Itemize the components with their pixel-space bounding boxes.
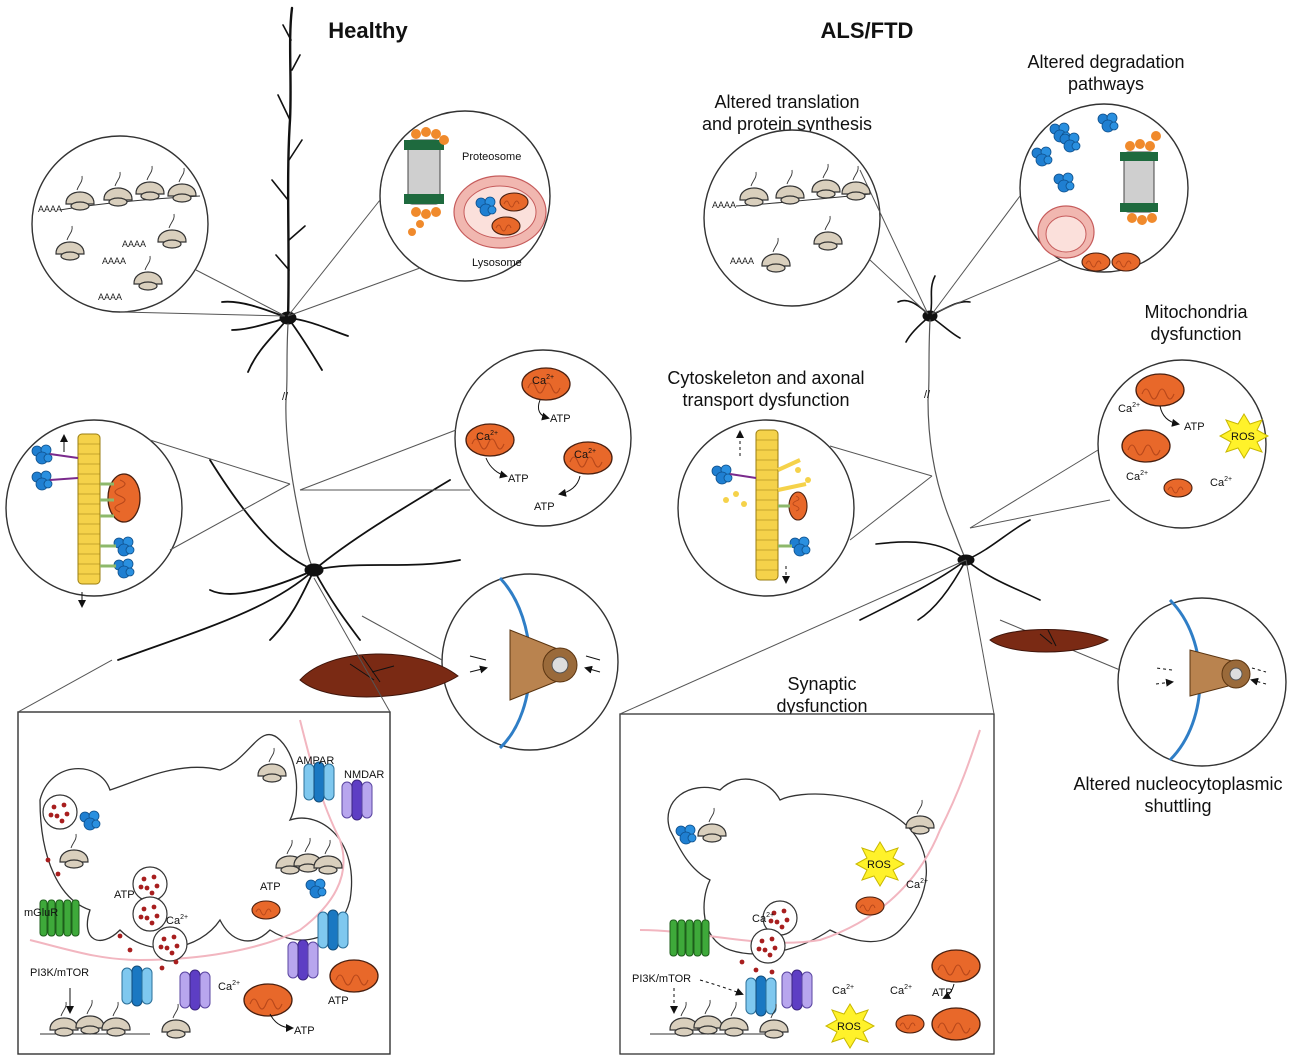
caption-degradation: Altered degradation	[1027, 52, 1184, 72]
nmdar-label: NMDAR	[344, 769, 384, 781]
ros-label: ROS	[837, 1021, 861, 1033]
microtubule-icon	[77, 433, 101, 585]
lysosome-icon	[453, 175, 547, 249]
polya-label: AAAA	[712, 200, 736, 210]
caption-nucleocytoplasmic: shuttling	[1144, 796, 1211, 816]
polya-label: AAAA	[730, 256, 754, 266]
disease-nmj-zoom	[999, 597, 1287, 767]
atp-label: ATP	[260, 881, 281, 893]
healthy-upper-neuron	[221, 6, 349, 401]
proteasome-icon	[1120, 131, 1161, 225]
healthy-degradation-zoom: Proteosome Lysosome	[287, 110, 551, 317]
disease-mitochondria-zoom: ROS ATP Ca2+ Ca2+ Ca2+	[969, 359, 1269, 529]
healthy-mitochondria-zoom: Ca2+ Ca2+ Ca2+ ATP ATP ATP	[299, 349, 632, 527]
axon-break-mark: //	[282, 391, 289, 403]
healthy-translation-zoom: AAAA AAAA AAAA AAAA	[31, 135, 286, 317]
disease-lower-neuron	[859, 399, 1041, 621]
atp-label: ATP	[328, 995, 349, 1007]
proteosome-label: Proteosome	[462, 151, 521, 163]
caption-translation: Altered translation	[714, 92, 859, 112]
ros-label: ROS	[1231, 431, 1255, 443]
atp-label: ATP	[294, 1025, 315, 1037]
disease-degradation-zoom	[931, 103, 1189, 315]
healthy-lower-neuron	[117, 399, 461, 661]
caption-synaptic: Synaptic	[787, 674, 856, 694]
disease-cytoskeleton-zoom	[677, 419, 933, 597]
disease-synapse-box: ROS Ca2+ Ca2+ ROS ATP Ca2+ Ca2+ PI3K/mTO…	[619, 559, 995, 1055]
healthy-nmj-zoom	[361, 573, 619, 751]
healthy-muscle-icon	[299, 653, 459, 698]
caption-cytoskeleton: transport dysfunction	[682, 390, 849, 410]
heading-healthy: Healthy	[328, 18, 408, 43]
ampar-label: AMPAR	[296, 755, 334, 767]
atp-label: ATP	[508, 473, 529, 485]
polya-label: AAAA	[98, 292, 122, 302]
lysosome-icon	[1037, 205, 1095, 259]
ros-label: ROS	[867, 859, 891, 871]
polya-label: AAAA	[122, 239, 146, 249]
mglur-label: mGluR	[24, 907, 58, 919]
atp-label: ATP	[534, 501, 555, 513]
lysosome-label: Lysosome	[472, 257, 522, 269]
disease-muscle-icon	[989, 629, 1110, 653]
caption-nucleocytoplasmic: Altered nucleocytoplasmic	[1073, 774, 1282, 794]
atp-label: ATP	[550, 413, 571, 425]
polya-label: AAAA	[102, 256, 126, 266]
pi3k-label: PI3K/mTOR	[30, 967, 89, 979]
axon-break-mark: //	[924, 389, 931, 401]
atp-label: ATP	[114, 889, 135, 901]
caption-translation: and protein synthesis	[702, 114, 872, 134]
pi3k-label: PI3K/mTOR	[632, 973, 691, 985]
microtubule-icon	[755, 429, 779, 581]
healthy-synapse-box: AMPAR NMDAR mGluR PI3K/mTOR ATP ATP ATP …	[17, 577, 391, 1055]
healthy-cytoskeleton-zoom	[5, 419, 291, 608]
caption-degradation: pathways	[1068, 74, 1144, 94]
disease-translation-zoom: AAAA AAAA	[703, 129, 929, 315]
heading-als-ftd: ALS/FTD	[821, 18, 914, 43]
atp-label: ATP	[1184, 421, 1205, 433]
proteasome-icon	[404, 127, 449, 236]
disease-upper-neuron	[897, 275, 971, 401]
polya-label: AAAA	[38, 204, 62, 214]
caption-mitochondria: Mitochondria	[1144, 302, 1248, 322]
caption-cytoskeleton: Cytoskeleton and axonal	[667, 368, 864, 388]
caption-mitochondria: dysfunction	[1150, 324, 1241, 344]
caption-synaptic: dysfunction	[776, 696, 867, 716]
